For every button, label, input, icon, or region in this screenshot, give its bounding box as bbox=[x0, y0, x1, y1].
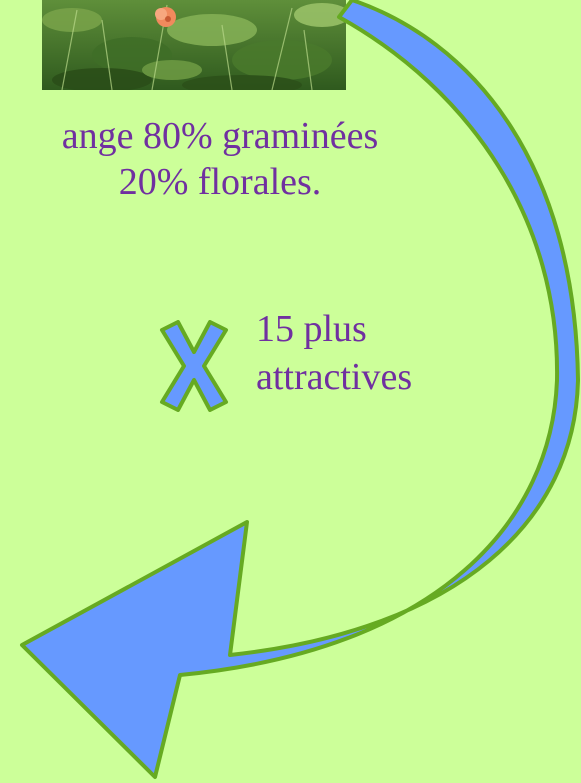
caption-line-2: 20% florales. bbox=[118, 161, 322, 203]
caption-line-1: ange 80% graminées bbox=[61, 115, 379, 157]
label-line-1: 15 plus bbox=[256, 308, 367, 350]
label-line-2: attractives bbox=[256, 356, 413, 398]
meadow-photo bbox=[42, 0, 346, 90]
meadow-photo-image bbox=[42, 0, 346, 90]
blend-caption: ange 80% graminées 20% florales. bbox=[0, 113, 500, 205]
attractive-label: 15 plus attractives bbox=[256, 305, 412, 401]
x-cross-icon bbox=[160, 320, 228, 412]
